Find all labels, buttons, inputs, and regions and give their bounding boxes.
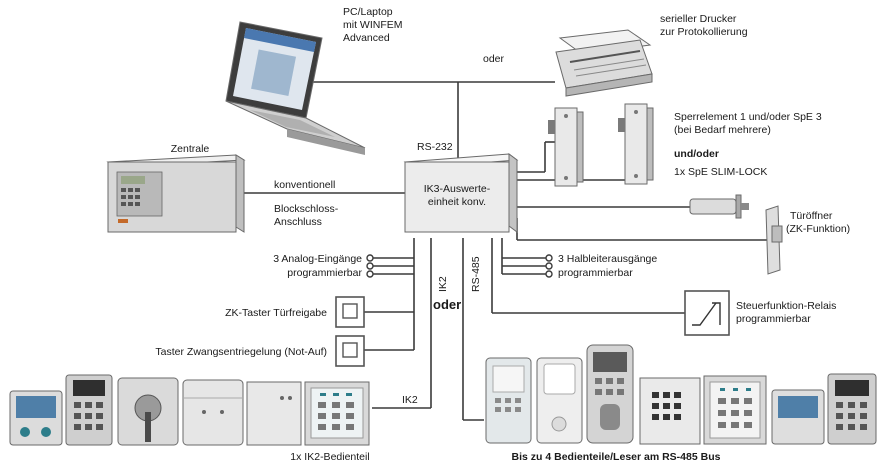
reader-7 — [827, 373, 877, 445]
left-device-1 — [9, 390, 63, 446]
left-device-5 — [246, 381, 302, 446]
slim-label: 1x SpE SLIM-LOCK — [674, 166, 767, 178]
reader-5 — [703, 375, 767, 445]
printer-label-1: serieller Drucker — [660, 13, 737, 25]
steuer-label-1: Steuerfunktion-Relais — [736, 300, 836, 312]
sperrelement-2-icon — [618, 103, 654, 185]
reader-2 — [536, 357, 583, 444]
left-device-2 — [65, 374, 113, 446]
reader-1 — [485, 357, 532, 444]
zk-taster-icon — [335, 296, 365, 328]
blockschloss-label-2: Anschluss — [274, 216, 322, 228]
tueroeffner-label-2: (ZK-Funktion) — [786, 223, 850, 235]
sperr-label-1: Sperrelement 1 und/oder SpE 3 — [674, 111, 822, 123]
printer-icon — [555, 29, 653, 97]
steuer-label-2: programmierbar — [736, 313, 811, 325]
konventionell-label: konventionell — [274, 179, 335, 191]
analog-label-1: 3 Analog-Eingänge — [273, 253, 362, 265]
laptop-icon — [225, 21, 366, 155]
pc-label-2: mit WINFEM — [343, 19, 403, 31]
sperr-label-2: (bei Bedarf mehrere) — [674, 124, 771, 136]
bus-label: Bis zu 4 Bedienteile/Leser am RS-485 Bus — [512, 451, 721, 463]
tueroeffner-icon — [765, 205, 783, 275]
left-device-3 — [117, 377, 179, 446]
halbleiter-label-2: programmierbar — [558, 267, 633, 279]
ik3-unit — [403, 153, 519, 233]
halbleiter-label-1: 3 Halbleiterausgänge — [558, 253, 657, 265]
zentrale-label: Zentrale — [171, 143, 210, 155]
zentrale-icon — [106, 154, 246, 233]
rs232-label: RS-232 — [417, 141, 453, 153]
relay-icon — [684, 290, 730, 336]
taster-zwang-label: Taster Zwangsentriegelung (Not-Auf) — [155, 346, 327, 358]
ik2-bedienteil-icon — [304, 381, 370, 446]
zwang-taster-icon — [335, 335, 365, 367]
zk-taster-label: ZK-Taster Türfreigabe — [225, 307, 327, 319]
reader-4 — [639, 377, 701, 445]
connection-lines — [244, 81, 772, 421]
ik2-vertical-label: IK2 — [437, 276, 449, 292]
slim-lock-icon — [689, 194, 749, 219]
left-device-4 — [182, 379, 244, 446]
und-oder-label: und/oder — [674, 148, 719, 160]
pc-label-3: Advanced — [343, 32, 390, 44]
oder-mid-label: oder — [433, 297, 461, 312]
rs485-vertical-label: RS-485 — [470, 256, 482, 292]
terminals — [366, 254, 553, 278]
reader-6 — [771, 389, 825, 445]
analog-label-2: programmierbar — [287, 267, 362, 279]
oder-top-label: oder — [483, 53, 505, 65]
ik3-label-1: IK3-Auswerte- — [424, 183, 491, 195]
blockschloss-label-1: Blockschloss- — [274, 203, 339, 215]
printer-label-2: zur Protokollierung — [660, 26, 748, 38]
tueroeffner-label-1: Türöffner — [790, 210, 833, 222]
ik3-label-2: einheit konv. — [428, 196, 486, 208]
pc-label-1: PC/Laptop — [343, 6, 393, 18]
sperrelement-1-icon — [548, 107, 584, 187]
ik2-bottom-label: IK2 — [402, 394, 418, 406]
ik2-bedienteil-label: 1x IK2-Bedienteil — [290, 451, 369, 463]
reader-3 — [586, 344, 634, 444]
